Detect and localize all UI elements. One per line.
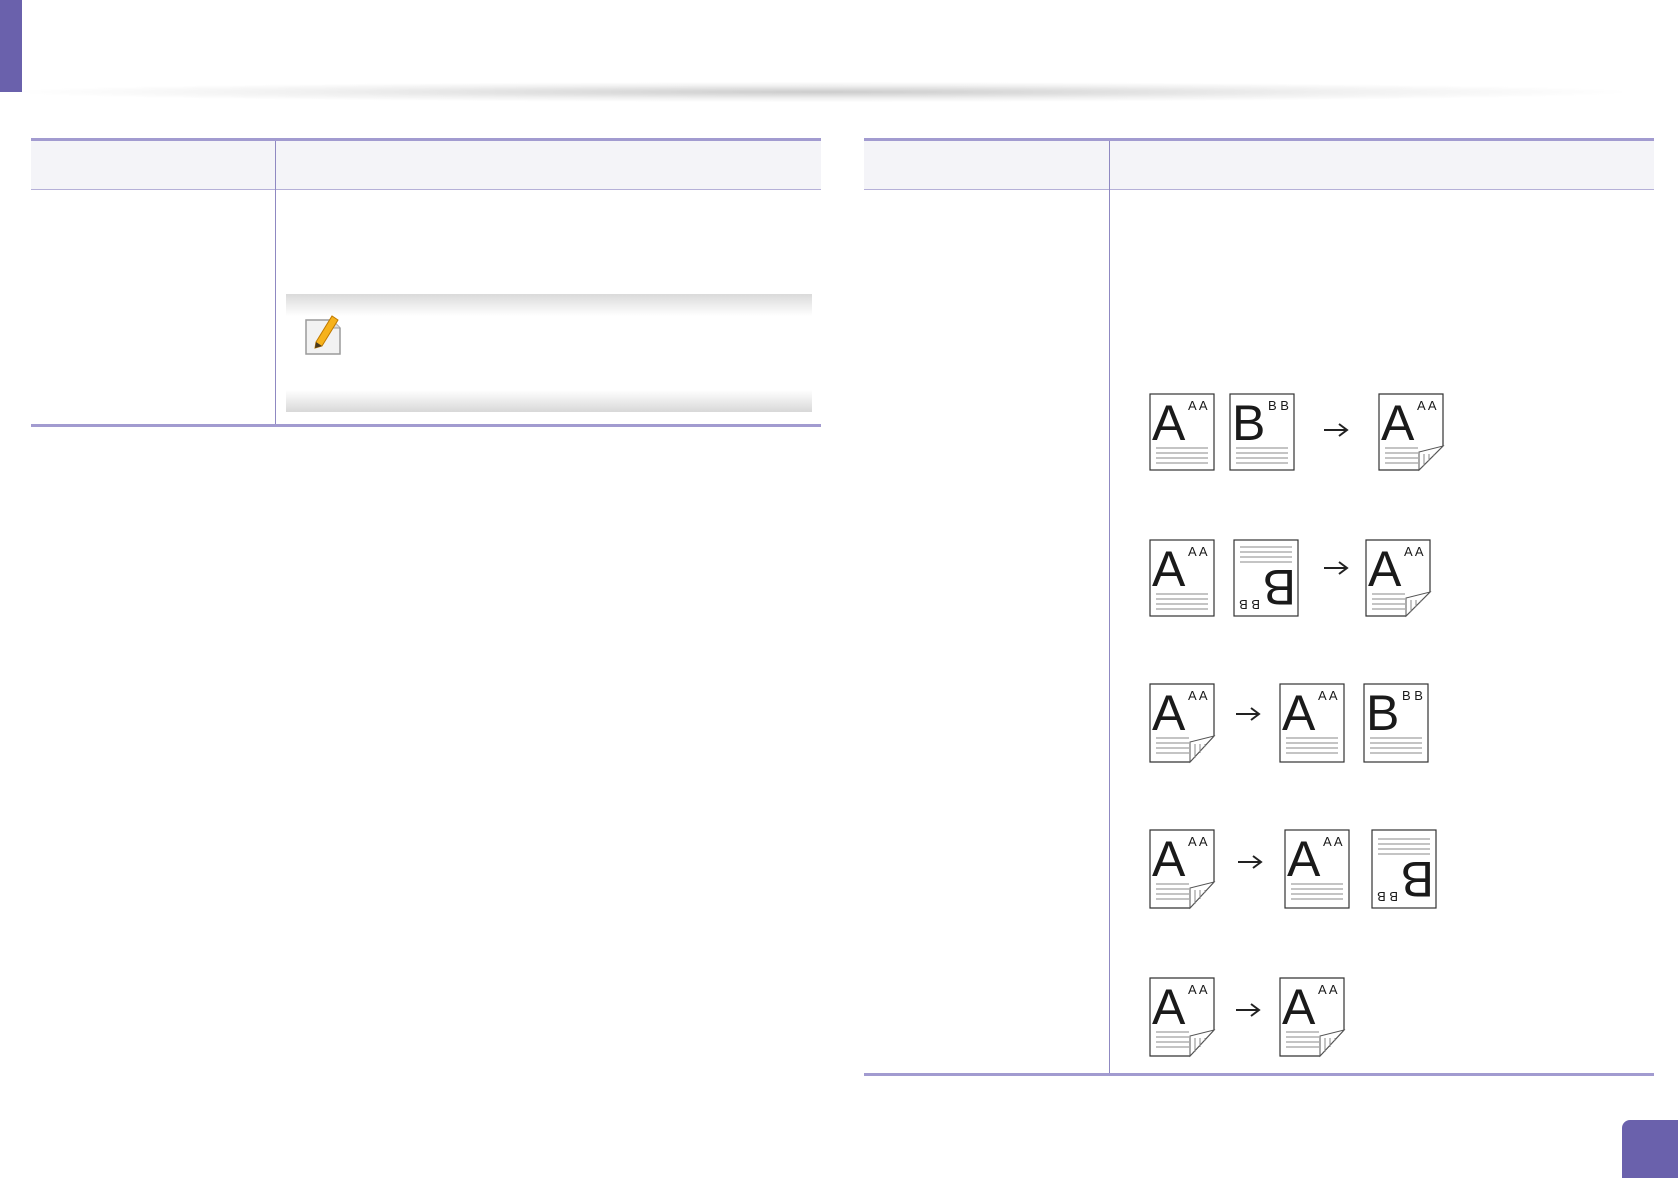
svg-text:A: A xyxy=(1282,979,1316,1035)
diagram-1-sided-to-2-sided-long-edge: A A A B B B A A A xyxy=(1149,393,1445,472)
svg-text:A A: A A xyxy=(1188,982,1208,997)
page-a-icon: A A A xyxy=(1279,683,1345,763)
svg-text:A: A xyxy=(1368,541,1402,597)
svg-text:A: A xyxy=(1152,541,1186,597)
diagram-2-sided-to-1-sided-short-edge: A A A A A A B B B xyxy=(1149,829,1437,910)
page-b-rotated-icon: B B B xyxy=(1233,539,1299,617)
svg-text:A: A xyxy=(1282,685,1316,741)
page-a-icon: A A A xyxy=(1284,829,1350,909)
duplex-page-icon: A A A xyxy=(1149,977,1216,1058)
table-top-border xyxy=(864,138,1654,141)
svg-text:A A: A A xyxy=(1323,834,1343,849)
page-a-icon: A A A xyxy=(1149,539,1215,617)
arrow-right-icon xyxy=(1238,855,1263,869)
svg-text:A A: A A xyxy=(1404,544,1424,559)
arrow-right-icon xyxy=(1236,1003,1261,1017)
page-b-rotated-icon: B B B xyxy=(1371,829,1437,909)
left-options-table xyxy=(31,138,821,427)
svg-text:A A: A A xyxy=(1318,688,1338,703)
svg-text:B B: B B xyxy=(1268,398,1289,413)
duplex-page-icon: A A A xyxy=(1279,977,1346,1058)
note-box xyxy=(286,294,812,412)
table-top-border xyxy=(31,138,821,141)
right-options-table xyxy=(864,138,1654,1076)
svg-text:A: A xyxy=(1152,685,1186,741)
page-b-icon: B B B xyxy=(1229,393,1295,471)
page-b-icon: B B B xyxy=(1363,683,1429,763)
svg-text:A: A xyxy=(1287,831,1321,887)
column-divider xyxy=(1109,141,1110,1073)
svg-text:B B: B B xyxy=(1377,889,1398,904)
table-bottom-border xyxy=(31,424,821,427)
svg-text:B: B xyxy=(1232,395,1265,451)
svg-text:B: B xyxy=(1263,559,1296,615)
svg-text:A: A xyxy=(1152,395,1186,451)
arrow-right-icon xyxy=(1236,707,1261,721)
duplex-page-icon: A A A xyxy=(1365,539,1432,618)
svg-text:A: A xyxy=(1152,831,1186,887)
header-shadow-rule xyxy=(22,82,1622,102)
duplex-page-icon: A A A xyxy=(1149,683,1216,764)
chapter-accent-tab xyxy=(0,0,22,92)
table-bottom-border xyxy=(864,1073,1654,1076)
arrow-right-icon xyxy=(1324,423,1349,437)
duplex-page-icon: A A A xyxy=(1149,829,1216,910)
page-a-icon: A A A xyxy=(1149,393,1215,471)
svg-text:A A: A A xyxy=(1188,398,1208,413)
arrow-right-icon xyxy=(1324,561,1349,575)
svg-text:A: A xyxy=(1381,395,1415,451)
column-divider xyxy=(275,141,276,424)
svg-text:B B: B B xyxy=(1402,688,1423,703)
svg-text:A: A xyxy=(1152,979,1186,1035)
table-header-row xyxy=(31,141,821,190)
svg-text:A A: A A xyxy=(1318,982,1338,997)
diagram-2-sided-to-2-sided: A A A A A A xyxy=(1149,977,1346,1058)
svg-text:B B: B B xyxy=(1239,597,1260,612)
diagram-2-sided-to-1-sided-long-edge: A A A A A A B B B xyxy=(1149,683,1429,764)
table-header-row xyxy=(864,141,1654,190)
svg-text:B: B xyxy=(1366,685,1399,741)
svg-text:A A: A A xyxy=(1417,398,1437,413)
note-pencil-icon xyxy=(305,315,341,355)
svg-text:A A: A A xyxy=(1188,834,1208,849)
svg-text:B: B xyxy=(1401,851,1434,907)
diagram-1-sided-to-2-sided-short-edge: A A A B B B A A A xyxy=(1149,539,1432,618)
svg-text:A A: A A xyxy=(1188,544,1208,559)
svg-text:A A: A A xyxy=(1188,688,1208,703)
duplex-page-icon: A A A xyxy=(1378,393,1445,472)
page-number-badge xyxy=(1622,1120,1678,1178)
